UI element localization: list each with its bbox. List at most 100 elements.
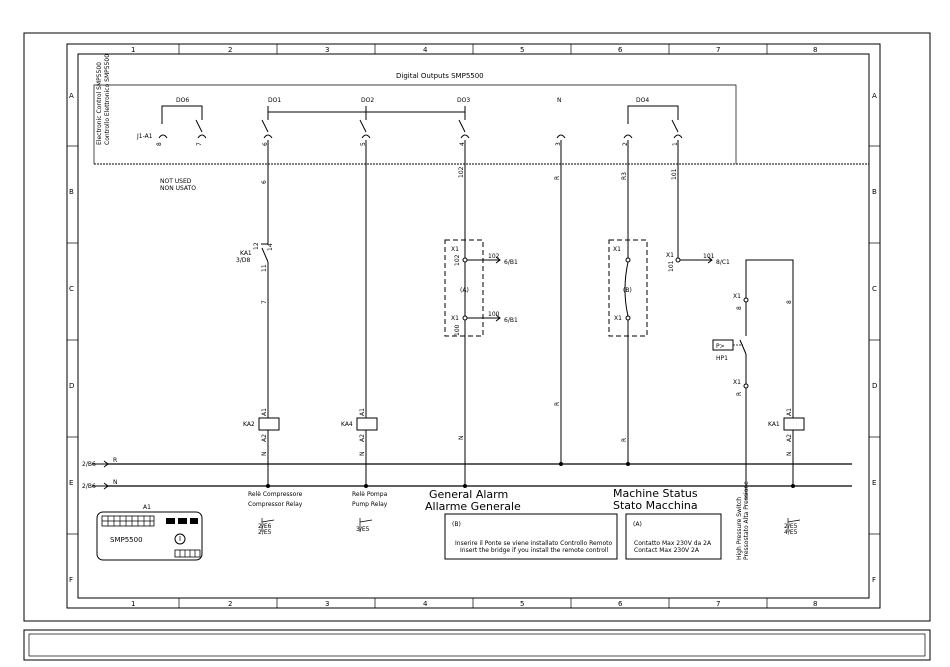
pin-label: 5	[360, 142, 367, 146]
note-a-tag: (A)	[633, 521, 642, 528]
col-label: 5	[520, 600, 524, 608]
wire-number: R	[736, 392, 743, 396]
wire-numbers: 6 7 102 R R3 101 R R N 8	[261, 166, 793, 442]
output-label: DO6	[176, 97, 189, 104]
bridge-a-box	[444, 239, 484, 337]
col-label: 6	[618, 46, 623, 54]
terminal-label: X1	[451, 246, 459, 253]
cross-ref: 6/B1	[504, 317, 518, 324]
output-label: DO3	[457, 97, 470, 104]
outer-frame	[23, 32, 931, 622]
col-label: 3	[325, 600, 329, 608]
junction-dots	[266, 462, 795, 488]
contact-ref: 2/E5	[784, 523, 798, 530]
row-label: D	[69, 382, 74, 390]
col-label: 3	[325, 46, 329, 54]
contact-ref: 2/E6	[258, 523, 272, 530]
output-label: DO1	[268, 97, 281, 104]
wire-number: 8	[786, 300, 793, 304]
controller-terminal-block	[101, 515, 155, 527]
side-title-line: Electronic Control SMP5500	[96, 62, 103, 145]
note-b-tag: (B)	[452, 521, 461, 528]
contact-xref-ka2	[261, 518, 275, 532]
note-a-line: Contatto Max 230V da 2A	[634, 540, 712, 547]
coil-name: KA4	[341, 421, 353, 428]
pump-caption: Pump Relay	[352, 501, 388, 508]
row-label: E	[69, 479, 73, 487]
col-label: 2	[228, 46, 232, 54]
ka1-terminal: 12	[253, 242, 260, 250]
controller-model: SMP5500	[110, 536, 143, 544]
wire-number: 101	[671, 168, 678, 180]
col-label: 5	[520, 46, 524, 54]
row-label: C	[872, 285, 877, 293]
coil-terminal: A1	[786, 408, 793, 416]
row-label: E	[872, 479, 876, 487]
wire-number: 7	[261, 300, 268, 304]
contact-xref-ka1	[787, 518, 801, 532]
coil-terminals: A1 A2 A1 A2 A1 A2 N N N	[261, 408, 793, 456]
col-label: 1	[131, 46, 135, 54]
pump-caption: Relè Pompa	[352, 491, 388, 498]
note-a-box	[625, 513, 722, 560]
row-label: A	[69, 92, 74, 100]
cross-ref-number: 102	[488, 253, 500, 260]
controller-knob-icon	[174, 533, 186, 545]
title-block	[23, 629, 931, 661]
compressor-caption: Compressor Relay	[248, 501, 303, 508]
cross-ref-number: 100	[488, 311, 500, 318]
terminal	[675, 257, 681, 263]
controller-connectors	[166, 518, 198, 524]
terminal	[743, 297, 749, 303]
cross-ref: 6/B1	[504, 259, 518, 266]
pin-label: 1	[672, 142, 679, 146]
coil-ka2	[258, 417, 280, 486]
bridge-b-label: (B)	[623, 287, 632, 294]
row-grid	[67, 145, 880, 535]
hp1-caption: Pressostato Alta Pressione	[743, 481, 750, 560]
hp1-caption: High Pressure Switch	[736, 497, 743, 560]
column-labels-bottom: 1 2 3 4 5 6 7 8	[131, 600, 817, 608]
wire-number: 6	[261, 180, 268, 184]
coil-terminal: A2	[261, 434, 268, 442]
row-labels-left: A B C D E F	[69, 92, 74, 584]
wire-number: N	[786, 452, 793, 457]
coil-name: KA1	[768, 421, 780, 428]
bus-line-label: R	[113, 457, 117, 464]
cross-ref: 8/C1	[716, 259, 730, 266]
ka1-aux-contact	[261, 243, 269, 268]
output-labels: DO6 DO1 DO2 DO3 N DO4	[176, 97, 649, 104]
output-label: DO4	[636, 97, 649, 104]
coil-terminal: A1	[261, 408, 268, 416]
wire-number: 102	[458, 166, 465, 178]
column-labels-top: 1 2 3 4 5 6 7 8	[131, 46, 817, 54]
pin-label: 3	[555, 142, 562, 146]
pin-label: 4	[459, 142, 466, 146]
alarm-caption: Allarme Generale	[425, 500, 521, 513]
compressor-caption: Relè Compressore	[248, 491, 303, 498]
terminal	[462, 257, 468, 263]
output-label: N	[557, 97, 562, 104]
bridge-b-box	[608, 239, 648, 337]
hp1-contact	[739, 339, 747, 355]
terminal-label: X1	[733, 379, 741, 386]
bus-ref: 2/B6	[82, 461, 96, 468]
connector-label: J1-A1	[136, 133, 153, 140]
row-label: C	[69, 285, 74, 293]
col-label: 8	[813, 46, 817, 54]
output-label: DO2	[361, 97, 374, 104]
col-label: 7	[716, 46, 720, 54]
wire-number: R3	[621, 172, 628, 180]
pin-label: 6	[262, 142, 269, 146]
bridge-a-label: (A)	[460, 287, 469, 294]
contact-ref: 2/E5	[258, 529, 272, 536]
side-title: Electronic Control SMP5500 Controllo Ele…	[96, 54, 111, 145]
hp1-symbol-label: P>	[716, 343, 725, 350]
ka1-contact-name: KA1	[240, 250, 252, 257]
terminal-label: X1	[614, 315, 622, 322]
bridge-link	[624, 261, 629, 317]
drawing-frame	[66, 43, 881, 609]
row-label: F	[69, 576, 73, 584]
not-used-label: NOT USED	[160, 178, 192, 185]
wire-number: N	[261, 452, 268, 457]
